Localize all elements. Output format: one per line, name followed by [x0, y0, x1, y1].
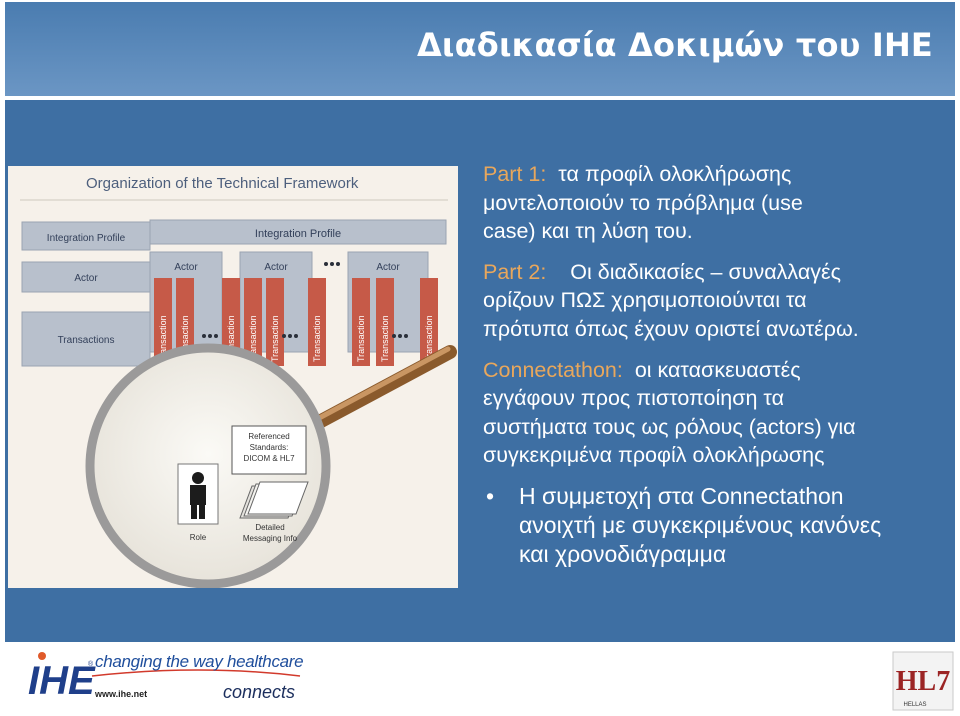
bullet-line-3: και χρονοδιάγραμμα	[519, 540, 727, 567]
svg-text:Referenced: Referenced	[248, 432, 289, 441]
part2-label: Part 2:	[483, 259, 547, 284]
transaction-column-2	[176, 278, 194, 366]
transaction-label-7: Transaction	[356, 315, 366, 362]
diagram-svg: Organization of the Technical Framework …	[20, 175, 457, 588]
bullet-marker: •	[486, 482, 495, 509]
svg-text:Transactions: Transactions	[58, 335, 115, 346]
connectathon-line-1: οι κατασκευαστές	[634, 357, 801, 382]
svg-text:DICOM & HL7: DICOM & HL7	[243, 454, 295, 463]
diagram-heading: Organization of the Technical Framework	[86, 175, 359, 192]
footer-tagline: changing the way healthcare	[95, 652, 304, 671]
ellipsis-dots-actors	[324, 262, 340, 266]
transaction-label-6: Transaction	[312, 315, 322, 362]
connectathon-line-3: συστήματα τους ως ρόλους (actors) για	[483, 414, 856, 439]
transaction-label-5: Transaction	[270, 315, 280, 362]
magnifier-handle	[301, 345, 457, 435]
svg-text:Integration Profile: Integration Profile	[47, 233, 126, 244]
bullet-line-1: Η συμμετοχή στα Connectathon	[519, 482, 844, 509]
transaction-column-3	[222, 278, 240, 366]
svg-text:Actor: Actor	[264, 262, 288, 273]
connectathon-paragraph: Connectathon: οι κατασκευαστές εγγάφουν …	[483, 356, 948, 470]
part1-paragraph: Part 1: τα προφίλ ολοκλήρωσης μοντελοποι…	[483, 160, 948, 246]
transaction-label-8: Transaction	[380, 315, 390, 362]
svg-text:IHE: IHE	[28, 659, 96, 703]
svg-text:®: ®	[88, 660, 94, 668]
referenced-standards-doc: Referenced Standards: DICOM & HL7	[231, 425, 307, 475]
footer-graphics: IHE ® HL7 HELLAS	[28, 651, 954, 711]
messaging-folders-icon: Detailed Messaging Info	[239, 481, 309, 543]
svg-text:Role: Role	[190, 533, 207, 542]
part1-label: Part 1:	[483, 162, 547, 186]
bullet-item: • Η συμμετοχή στα Connectathon ανοιχτή μ…	[483, 482, 948, 569]
transaction-column-4	[244, 278, 262, 366]
connectathon-label: Connectathon:	[483, 357, 623, 382]
part2-paragraph: Part 2: Οι διαδικασίες – συναλλαγές ορίζ…	[483, 258, 948, 344]
transaction-column-1	[154, 278, 172, 366]
footer: IHE ® HL7 HELLAS changing the way health…	[0, 642, 960, 716]
transaction-label-9: Transaction	[424, 315, 434, 362]
ellipsis-dots-transactions	[202, 334, 408, 338]
transaction-column-7	[352, 278, 370, 366]
slide-title: Διαδικασία Δοκιμών του IHE	[416, 26, 933, 64]
left-label-actor: Actor	[21, 261, 151, 293]
svg-text:Detailed: Detailed	[255, 523, 284, 532]
part2-line-3: πρότυπα όπως έχουν οριστεί ανωτέρω.	[483, 316, 859, 341]
part1-line-3: case) και τη λύση του.	[483, 219, 693, 244]
transaction-column-8	[376, 278, 394, 366]
part1-line-2: μοντελοποιούν το πρόβλημα (use	[483, 190, 803, 215]
svg-text:HELLAS: HELLAS	[903, 702, 926, 708]
footer-tagline-end: connects	[223, 682, 296, 702]
svg-text:Actor: Actor	[74, 273, 98, 284]
technical-framework-diagram: Organization of the Technical Framework …	[8, 166, 458, 588]
connectathon-line-2: εγγάφουν προς πιστοποίηση τα	[483, 386, 785, 411]
transaction-column-6	[308, 278, 326, 366]
connectathon-line-4: συγκεκριμένα προφίλ ολοκλήρωσης	[483, 443, 825, 468]
part2-line-1: Οι διαδικασίες – συναλλαγές	[570, 259, 841, 284]
svg-text:Messaging Info: Messaging Info	[243, 534, 298, 543]
svg-text:Standards:: Standards:	[250, 443, 289, 452]
transaction-column-9	[420, 278, 438, 366]
ihe-logo: IHE ®	[28, 652, 96, 703]
transaction-label-3: Transaction	[226, 315, 236, 362]
footer-swoosh	[91, 669, 301, 677]
transaction-columns: Transaction Transaction Transaction Transac…	[154, 278, 438, 366]
svg-text:Actor: Actor	[376, 262, 400, 273]
content-text: Part 1: τα προφίλ ολοκλήρωσης μοντελοποι…	[483, 160, 948, 569]
title-band: Διαδικασία Δοκιμών του IHE	[5, 2, 955, 96]
svg-text:Actor: Actor	[174, 262, 198, 273]
left-label-transactions: Transactions	[21, 311, 151, 367]
footer-url[interactable]: www.ihe.net	[95, 689, 148, 699]
svg-text:HL7: HL7	[896, 666, 950, 697]
part2-line-2: ορίζουν ΠΩΣ χρησιμοποιούνται τα	[483, 288, 807, 313]
hl7-hellas-badge: HL7 HELLAS	[892, 651, 954, 711]
transaction-label-2: Transaction	[180, 315, 190, 362]
transaction-label-4: Transaction	[248, 315, 258, 362]
integration-profile-box: Integration Profile	[149, 219, 447, 245]
role-person-icon: Role	[177, 463, 219, 542]
part1-line-1: τα προφίλ ολοκλήρωσης	[558, 162, 792, 186]
bullet-line-2: ανοιχτή με συγκεκριμένους κανόνες	[519, 511, 882, 538]
transaction-label-1: Transaction	[158, 315, 168, 362]
svg-text:Integration Profile: Integration Profile	[255, 228, 341, 240]
left-label-integration-profile: Integration Profile	[21, 221, 151, 251]
transaction-column-5	[266, 278, 284, 366]
